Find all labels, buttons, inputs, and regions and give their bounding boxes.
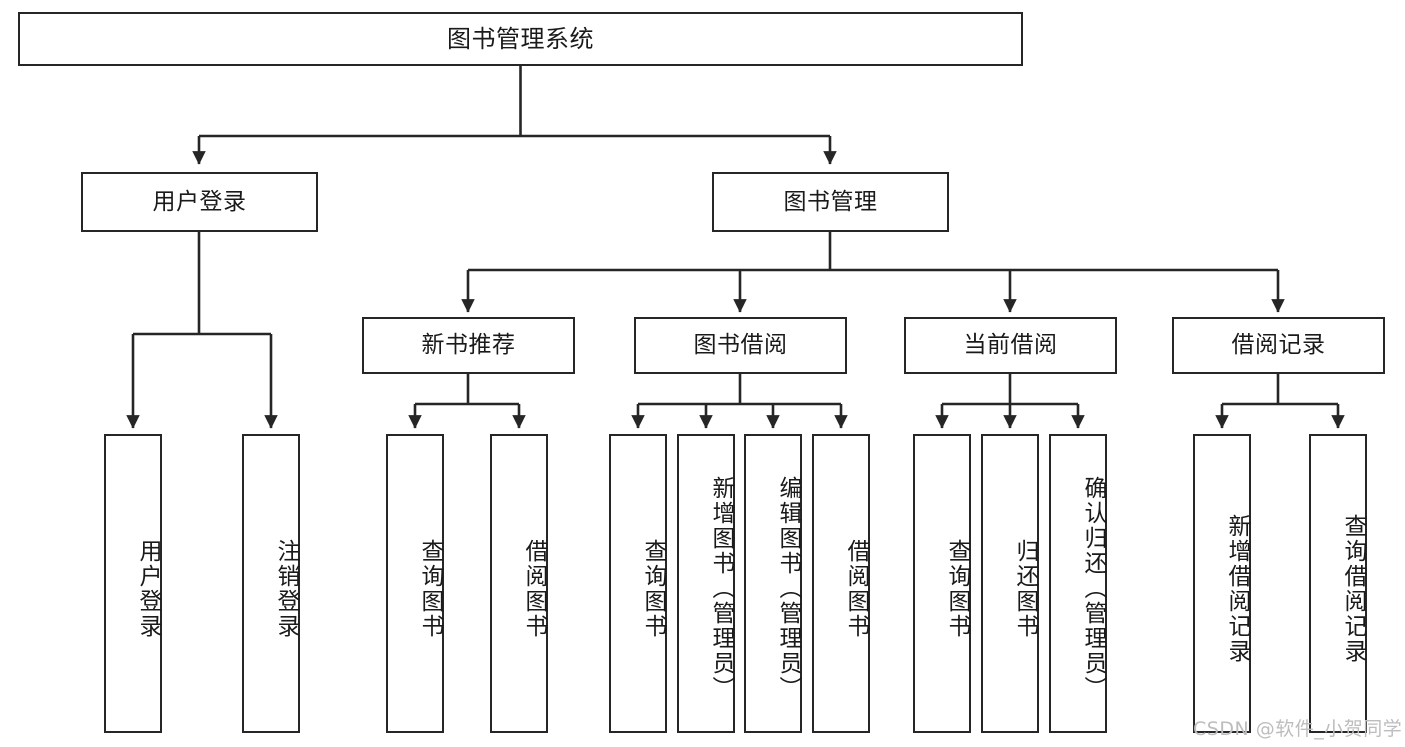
leaf-borrow-book-1-label: 借阅图书 — [521, 538, 547, 639]
leaf-user-login-label: 用户登录 — [135, 538, 161, 639]
leaf-logout-login-label: 注销登录 — [273, 538, 299, 639]
node-borrow-record[interactable]: 借阅记录 — [1172, 317, 1385, 374]
node-new-book-recommend-label: 新书推荐 — [421, 332, 516, 359]
leaf-query-record-label: 查询借阅记录 — [1340, 513, 1366, 664]
leaf-query-book-1-label: 查询图书 — [417, 538, 443, 639]
leaf-query-book-2-label: 查询图书 — [640, 538, 666, 639]
node-current-borrow-label: 当前借阅 — [963, 332, 1058, 359]
node-book-borrow-label: 图书借阅 — [693, 332, 788, 359]
node-book-manage[interactable]: 图书管理 — [712, 172, 949, 232]
node-current-borrow[interactable]: 当前借阅 — [904, 317, 1117, 374]
node-new-book-recommend[interactable]: 新书推荐 — [362, 317, 575, 374]
leaf-add-book-label: 新增图书（管理员） — [708, 476, 734, 701]
node-book-borrow[interactable]: 图书借阅 — [634, 317, 847, 374]
node-root-label: 图书管理系统 — [447, 25, 594, 53]
leaf-borrow-book-2-label: 借阅图书 — [843, 538, 869, 639]
leaf-logout-login[interactable]: 注销登录 — [242, 434, 300, 733]
leaf-add-record-label: 新增借阅记录 — [1224, 513, 1250, 664]
leaf-return-book-label: 归还图书 — [1012, 538, 1038, 639]
leaf-edit-book[interactable]: 编辑图书（管理员） — [744, 434, 802, 733]
leaf-confirm-return-label: 确认归还（管理员） — [1080, 476, 1106, 701]
leaf-query-book-2[interactable]: 查询图书 — [609, 434, 667, 733]
node-user-login-label: 用户登录 — [152, 188, 247, 215]
leaf-borrow-book-1[interactable]: 借阅图书 — [490, 434, 548, 733]
leaf-add-record[interactable]: 新增借阅记录 — [1193, 434, 1251, 733]
leaf-query-record[interactable]: 查询借阅记录 — [1309, 434, 1367, 733]
leaf-query-book-3-label: 查询图书 — [944, 538, 970, 639]
node-borrow-record-label: 借阅记录 — [1231, 332, 1326, 359]
leaf-edit-book-label: 编辑图书（管理员） — [775, 476, 801, 701]
node-root[interactable]: 图书管理系统 — [18, 12, 1023, 66]
leaf-borrow-book-2[interactable]: 借阅图书 — [812, 434, 870, 733]
leaf-query-book-3[interactable]: 查询图书 — [913, 434, 971, 733]
leaf-confirm-return[interactable]: 确认归还（管理员） — [1049, 434, 1107, 733]
leaf-user-login[interactable]: 用户登录 — [104, 434, 162, 733]
node-user-login[interactable]: 用户登录 — [81, 172, 318, 232]
node-book-manage-label: 图书管理 — [783, 188, 878, 215]
leaf-return-book[interactable]: 归还图书 — [981, 434, 1039, 733]
leaf-add-book[interactable]: 新增图书（管理员） — [677, 434, 735, 733]
leaf-query-book-1[interactable]: 查询图书 — [386, 434, 444, 733]
